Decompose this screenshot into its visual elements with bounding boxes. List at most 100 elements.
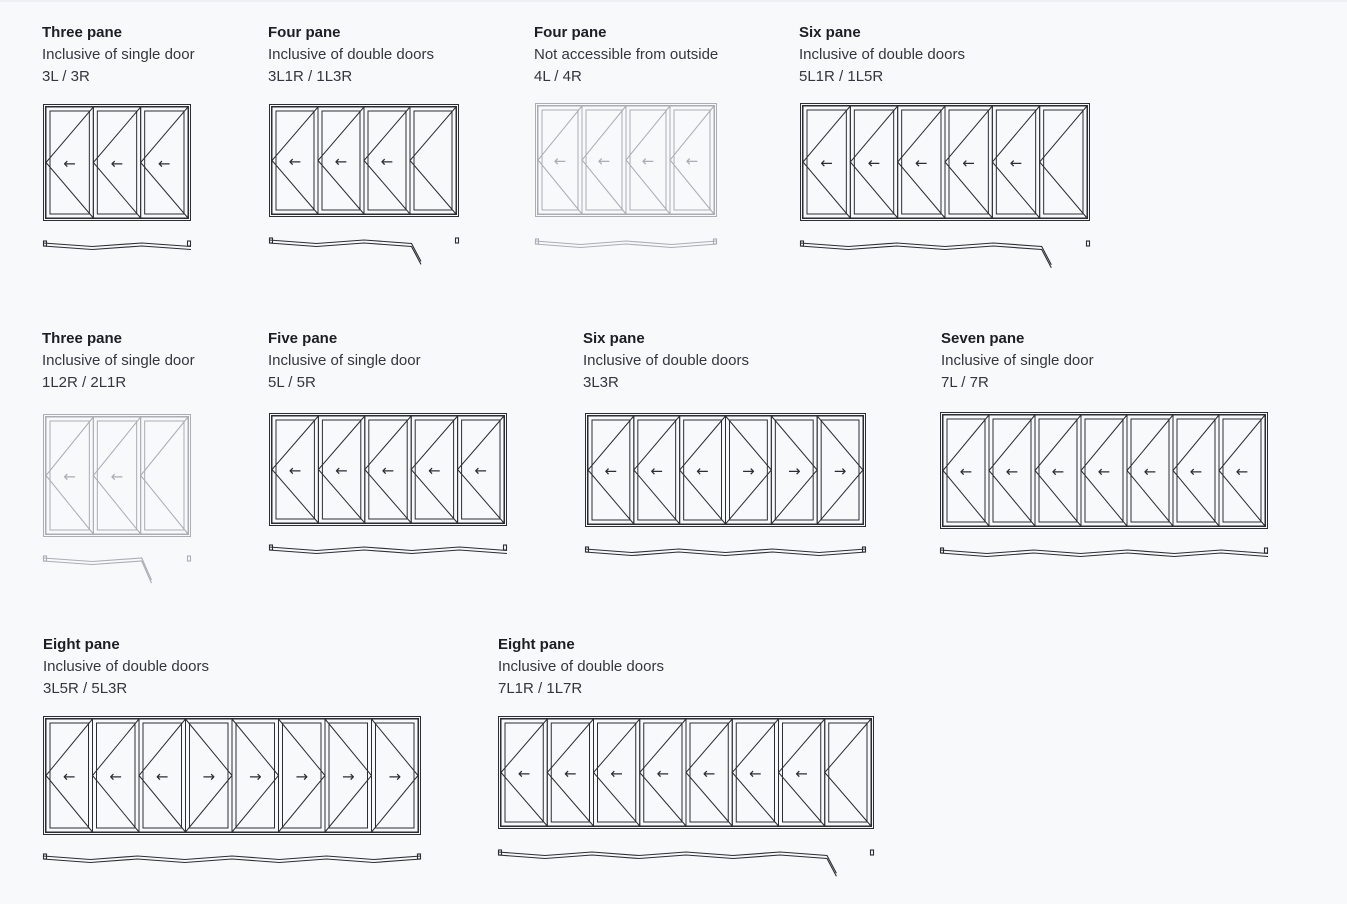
arrow-right-icon: →	[388, 768, 401, 786]
pane-glass	[1176, 418, 1216, 523]
pane-glass	[629, 109, 667, 211]
opening-indicator	[592, 718, 641, 827]
outer-frame	[498, 716, 874, 829]
door-diagram: ←←←←	[534, 103, 718, 249]
opening-indicator	[991, 105, 1041, 219]
opening-indicator	[988, 414, 1036, 527]
outer-frame	[585, 413, 866, 527]
opening-indicator	[1218, 414, 1266, 527]
opening-indicator	[138, 718, 186, 833]
config-title: Four pane	[534, 24, 607, 41]
config-code: 3L5R / 5L3R	[43, 680, 128, 697]
pane-glass	[806, 109, 847, 215]
outer-frame	[535, 103, 717, 217]
outer-frame	[43, 414, 191, 537]
config-code: 4L / 4R	[534, 68, 582, 85]
pane-glass	[275, 110, 315, 211]
config-subtitle: Inclusive of single door	[268, 352, 421, 369]
opening-indicator	[849, 105, 899, 219]
opening-indicator	[92, 106, 142, 219]
opening-indicator	[317, 415, 366, 524]
arrow-left-icon: ←	[598, 152, 611, 170]
outer-frame	[43, 716, 421, 835]
pane-glass	[96, 420, 138, 531]
arrow-left-icon: ←	[156, 768, 169, 786]
opening-indicator	[1172, 414, 1220, 527]
pane-glass	[1130, 418, 1170, 523]
opening-indicator	[942, 414, 990, 527]
arrow-left-icon: ←	[564, 765, 577, 783]
door-diagram: ←←←←←←←	[497, 716, 875, 877]
opening-indicator	[271, 415, 319, 524]
opening-indicator	[633, 415, 681, 525]
pane-glass	[992, 418, 1032, 523]
pane-glass	[828, 722, 868, 823]
config-code: 5L / 5R	[268, 374, 316, 391]
arrow-left-icon: ←	[335, 153, 348, 171]
pane-glass	[995, 109, 1037, 215]
config-code: 7L1R / 1L7R	[498, 680, 583, 697]
arrow-left-icon: ←	[703, 765, 716, 783]
config-code: 5L1R / 1L5R	[799, 68, 884, 85]
opening-indicator	[140, 416, 189, 535]
pane-glass	[504, 722, 544, 823]
opening-indicator	[364, 415, 412, 524]
opening-indicator	[777, 718, 826, 827]
pane-glass	[550, 722, 590, 823]
arrow-left-icon: ←	[650, 462, 663, 480]
outer-frame	[43, 104, 191, 221]
door-diagram: ←←←→→→	[584, 413, 867, 557]
opening-indicator	[45, 416, 94, 535]
pane-glass	[49, 722, 89, 829]
opening-indicator	[581, 105, 627, 215]
pane-glass	[820, 419, 860, 521]
pane	[140, 416, 189, 535]
opening-indicator	[271, 106, 319, 215]
arrow-left-icon: ←	[1236, 463, 1249, 481]
arrow-left-icon: ←	[1098, 463, 1111, 481]
door-diagram: ←←←	[268, 104, 460, 265]
arrow-left-icon: ←	[795, 765, 808, 783]
pane-glass	[413, 110, 453, 211]
fold-plan	[939, 547, 1269, 558]
arrow-left-icon: ←	[475, 462, 488, 480]
opening-indicator	[45, 718, 93, 833]
arrow-left-icon: ←	[1006, 463, 1019, 481]
arrow-left-icon: ←	[868, 154, 881, 172]
pane-glass	[1222, 418, 1262, 523]
config-subtitle: Inclusive of double doors	[498, 658, 664, 675]
opening-indicator	[409, 106, 457, 215]
fold-plan	[42, 555, 192, 584]
arrow-left-icon: ←	[109, 768, 122, 786]
opening-indicator	[140, 106, 189, 219]
door-diagram: ←←	[42, 414, 192, 584]
outer-frame	[269, 413, 507, 526]
opening-indicator	[816, 415, 864, 525]
pane-glass	[901, 109, 942, 215]
pane-glass	[368, 419, 408, 520]
config-title: Six pane	[583, 330, 645, 347]
arrow-left-icon: ←	[428, 462, 441, 480]
arrow-left-icon: ←	[1144, 463, 1157, 481]
opening-indicator	[92, 416, 142, 535]
pane-glass	[591, 419, 631, 521]
pane-glass	[1038, 418, 1078, 523]
pane-glass	[637, 419, 677, 521]
pane-glass	[946, 418, 986, 523]
opening-indicator	[1034, 414, 1082, 527]
pane-glass	[49, 420, 90, 531]
opening-indicator	[625, 105, 671, 215]
pane-glass	[689, 722, 729, 823]
pane-glass	[96, 722, 136, 829]
config-code: 7L / 7R	[941, 374, 989, 391]
opening-indicator	[456, 415, 505, 524]
arrow-left-icon: ←	[111, 155, 124, 173]
opening-indicator	[537, 105, 583, 215]
arrow-right-icon: →	[342, 768, 355, 786]
pane-glass	[144, 420, 185, 531]
outer-frame	[800, 103, 1090, 221]
